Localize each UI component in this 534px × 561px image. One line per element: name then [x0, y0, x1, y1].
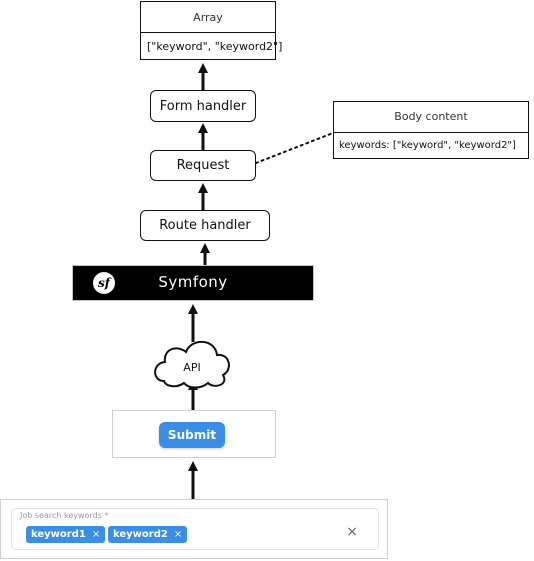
body-content-value: keywords: ["keyword", "keyword2"]: [339, 140, 516, 151]
submit-panel: Submit: [112, 410, 276, 458]
dotted-link-body: [255, 132, 334, 164]
request-box: Request: [150, 150, 256, 181]
keyword-chip[interactable]: keyword1 ×: [26, 526, 106, 543]
request-label: Request: [176, 158, 230, 173]
form-handler-box: Form handler: [150, 90, 256, 122]
keyword-chip[interactable]: keyword2 ×: [108, 526, 188, 543]
form-handler-label: Form handler: [159, 98, 247, 114]
route-handler-box: Route handler: [140, 210, 270, 241]
symfony-label: Symfony: [158, 273, 228, 291]
keywords-field[interactable]: Job search keywords * keyword1 × keyword…: [11, 508, 379, 550]
submit-button[interactable]: Submit: [159, 422, 225, 448]
form-panel: Job search keywords * keyword1 × keyword…: [0, 499, 388, 559]
body-content-box: Body content keywords: ["keyword", "keyw…: [333, 101, 529, 159]
array-box: Array ["keyword", "keyword2"]: [140, 1, 283, 60]
chip-remove-icon[interactable]: ×: [91, 529, 101, 540]
clear-field-icon[interactable]: ×: [346, 524, 358, 540]
keyword-chip-label: keyword2: [113, 529, 168, 540]
cloud-icon: [154, 340, 230, 389]
keyword-chip-label: keyword1: [31, 529, 86, 540]
body-content-title: Body content: [394, 110, 468, 123]
chip-remove-icon[interactable]: ×: [173, 529, 183, 540]
symfony-banner: sf Symfony: [72, 265, 314, 301]
api-label: API: [183, 361, 200, 374]
keywords-field-label: Job search keywords *: [20, 511, 109, 520]
array-box-value: ["keyword", "keyword2"]: [147, 40, 283, 53]
array-box-title: Array: [193, 11, 223, 24]
symfony-logo-icon: sf: [93, 272, 115, 294]
route-handler-label: Route handler: [159, 218, 251, 233]
